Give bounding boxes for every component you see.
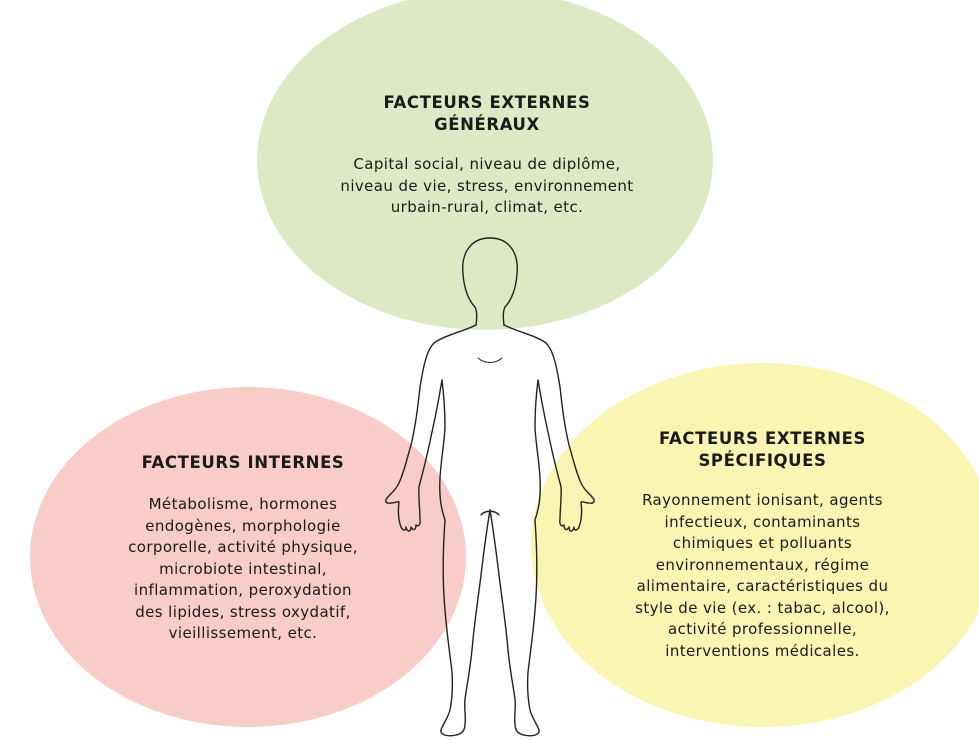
internal-factors-title: FACTEURS INTERNES <box>141 453 345 472</box>
specific-factors-title-line2: SPÉCIFIQUES <box>698 451 827 470</box>
general-factors-description: Capital social, niveau de diplôme, nivea… <box>340 155 634 216</box>
internal-factors-bubble <box>30 387 466 727</box>
specific-factors-bubble <box>531 363 979 727</box>
internal-factors-block: FACTEURS INTERNES Métabolisme, hormones … <box>58 452 428 645</box>
specific-factors-title: FACTEURS EXTERNES SPÉCIFIQUES <box>575 428 950 472</box>
human-body-icon <box>385 237 595 737</box>
general-factors-title-line2: GÉNÉRAUX <box>434 115 540 134</box>
internal-factors-description: Métabolisme, hormones endogènes, morphol… <box>128 495 358 642</box>
specific-factors-description: Rayonnement ionisant, agents infectieux,… <box>635 491 890 660</box>
specific-factors-block: FACTEURS EXTERNES SPÉCIFIQUES Rayonnemen… <box>575 428 950 662</box>
general-factors-title-line1: FACTEURS EXTERNES <box>383 93 591 112</box>
specific-factors-title-line1: FACTEURS EXTERNES <box>659 429 866 448</box>
general-factors-title: FACTEURS EXTERNES GÉNÉRAUX <box>292 92 682 136</box>
general-factors-bubble <box>257 0 713 330</box>
general-factors-block: FACTEURS EXTERNES GÉNÉRAUX Capital socia… <box>292 92 682 219</box>
